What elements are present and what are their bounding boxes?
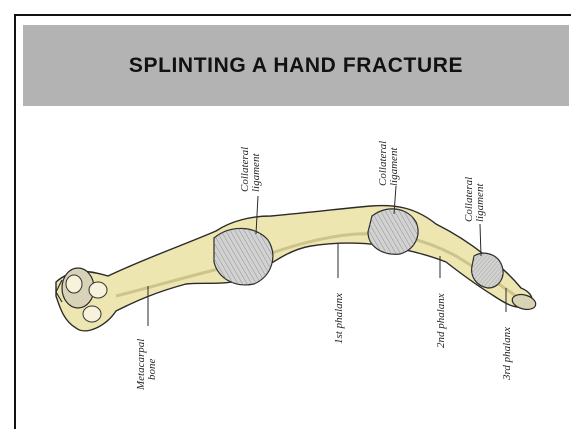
- title-banner: SPLINTING A HAND FRACTURE: [23, 25, 569, 106]
- label-metacarpal-bone: Metacarpal bone: [135, 336, 158, 391]
- label-collateral-ligament-2: Collateral ligament: [377, 138, 400, 186]
- ligament-1-shape: [214, 228, 273, 284]
- label-2nd-phalanx: 2nd phalanx: [435, 293, 447, 348]
- label-1st-phalanx: 1st phalanx: [333, 293, 345, 344]
- label-collateral-ligament-1: Collateral ligament: [239, 144, 262, 192]
- bone-outline: [56, 206, 532, 331]
- ligament-3-shape: [472, 253, 503, 288]
- label-collateral-ligament-3: Collateral ligament: [463, 174, 486, 222]
- ligament-2-shape: [368, 209, 418, 254]
- content-card: SPLINTING A HAND FRACTURE: [14, 14, 571, 429]
- label-3rd-phalanx: 3rd phalanx: [501, 327, 513, 381]
- finger-bones-illustration: Collateral ligament Collateral ligament …: [16, 116, 571, 416]
- page-title: SPLINTING A HAND FRACTURE: [129, 54, 463, 78]
